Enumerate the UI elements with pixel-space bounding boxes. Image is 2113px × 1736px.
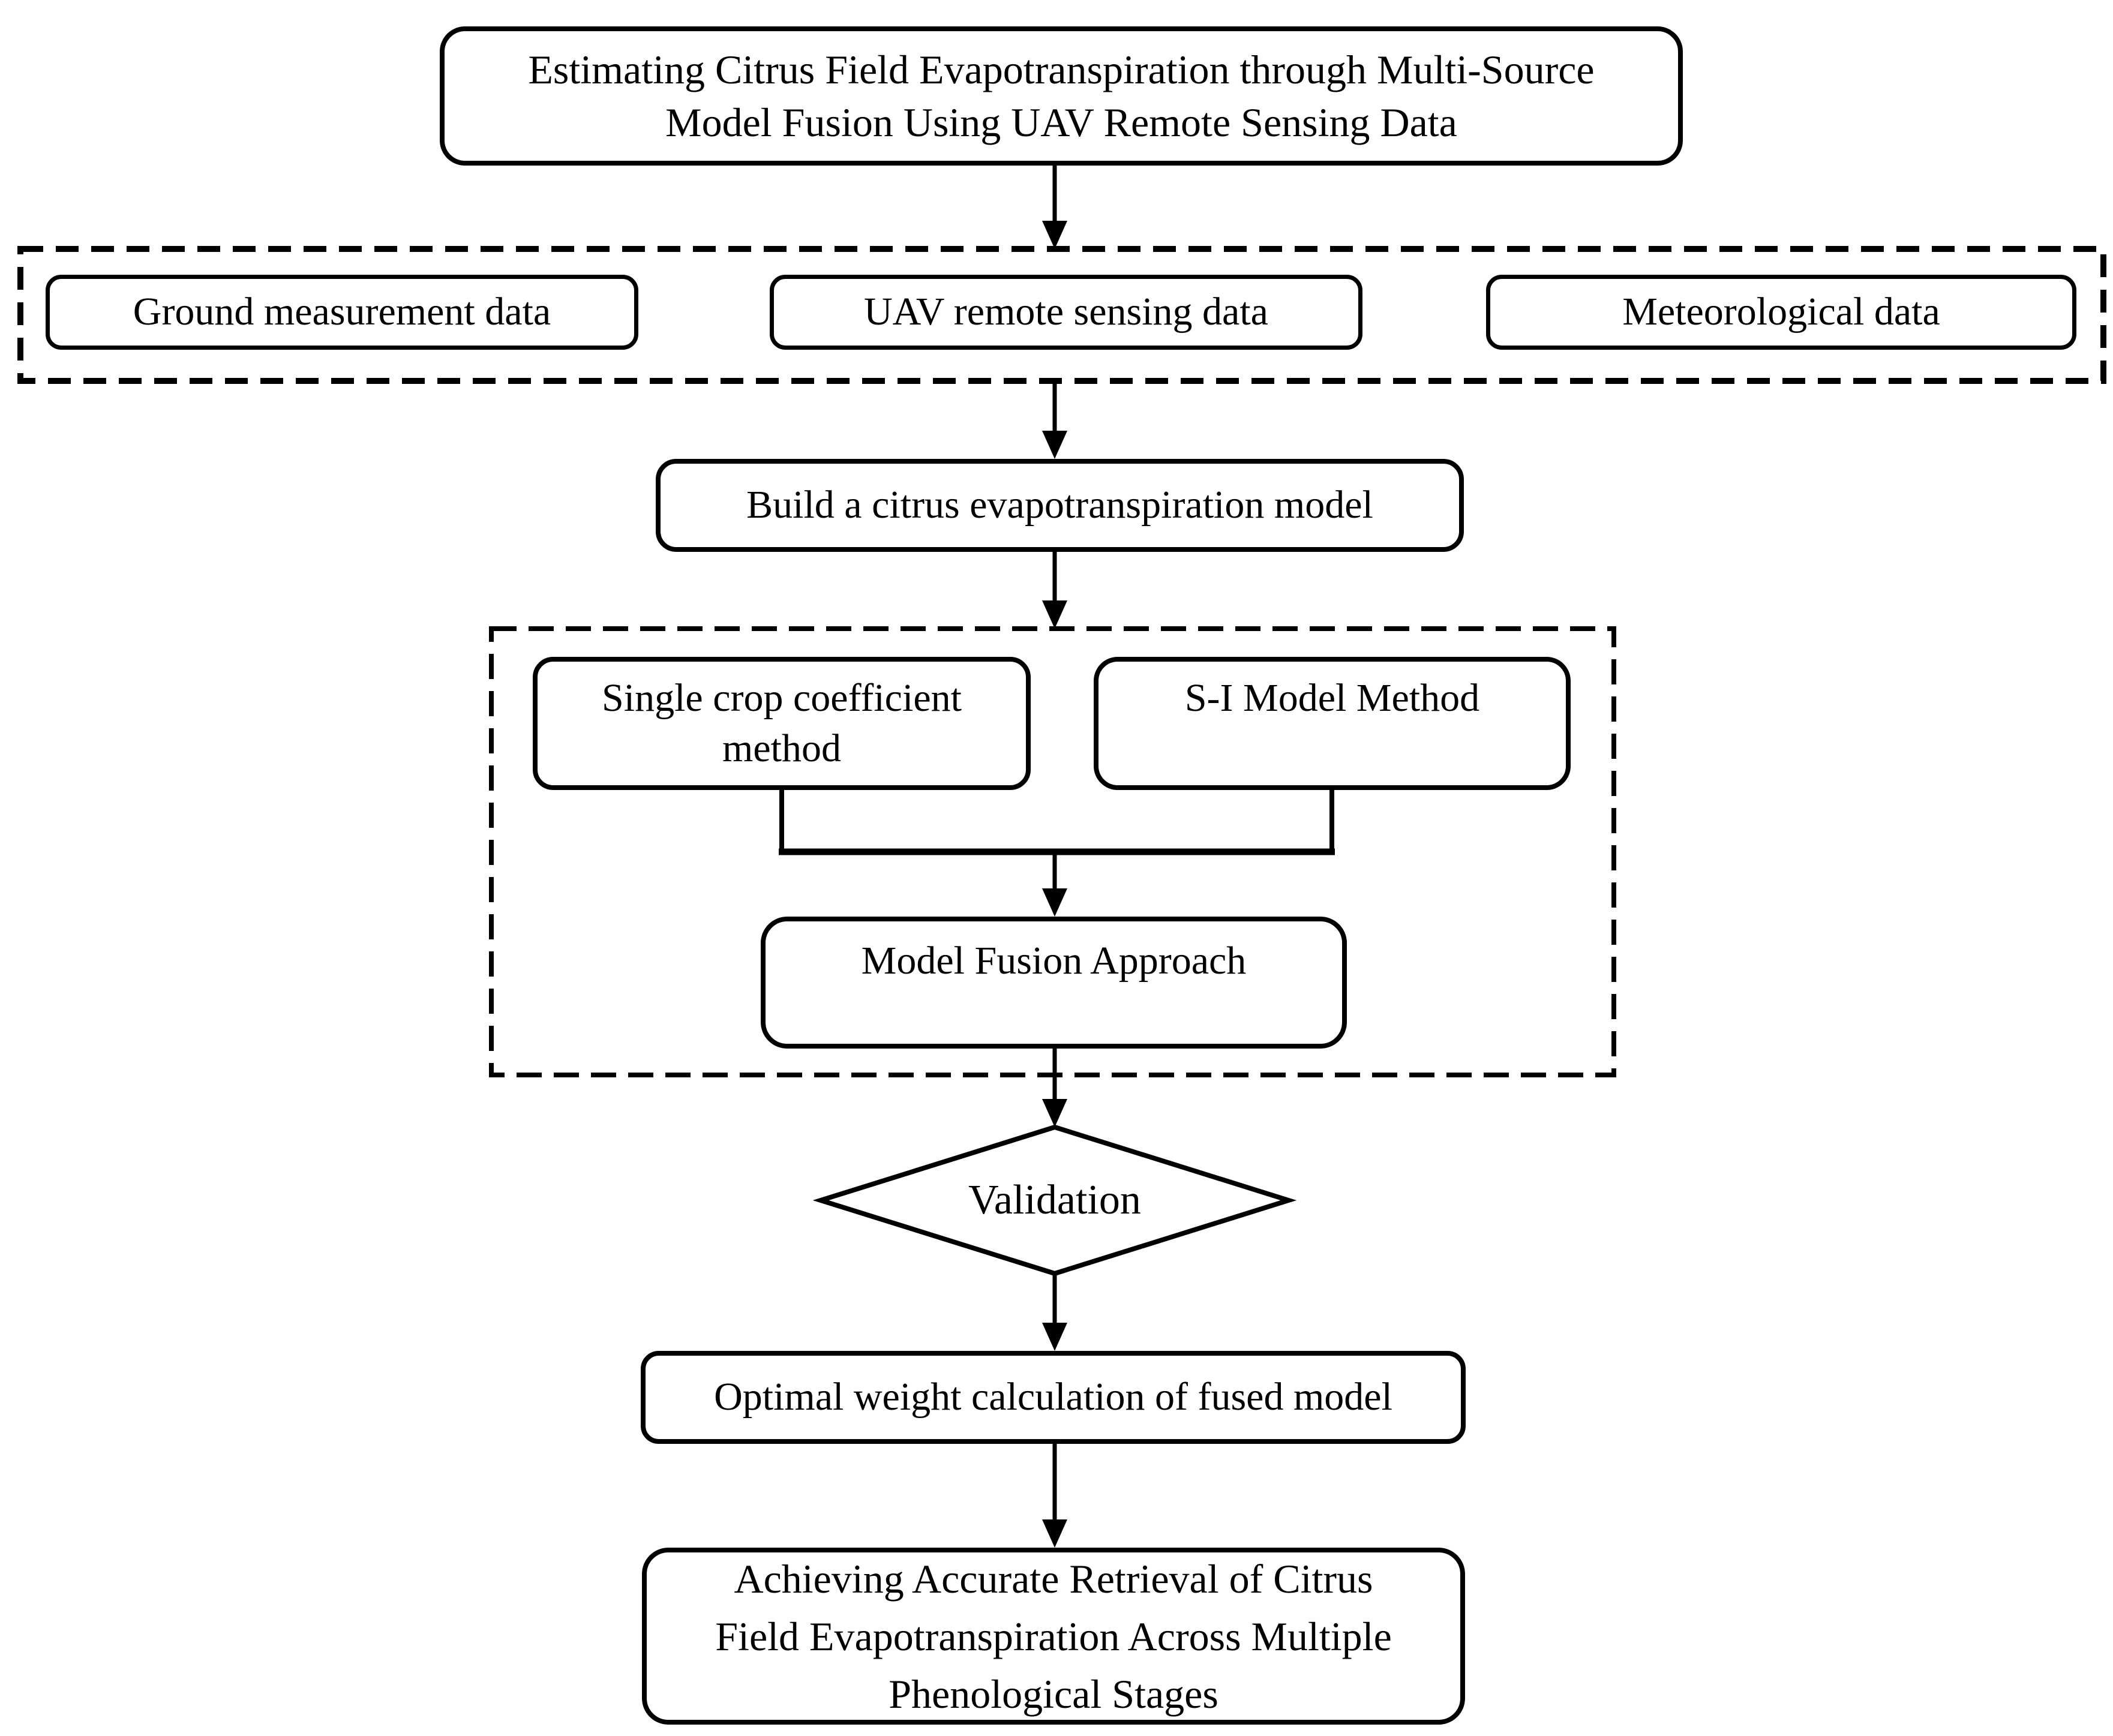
final-outcome-line-3: Phenological Stages [889,1671,1218,1717]
node-uav-remote-sensing-data: UAV remote sensing data [770,275,1362,350]
node-ground-measurement-data: Ground measurement data [46,275,638,350]
node-validation: Validation [821,1127,1289,1274]
arrow-data-to-build [1042,381,1067,459]
arrow-title-to-data-group [1042,166,1067,249]
arrow-fusion-to-validation [1042,1049,1067,1127]
title-line-1: Estimating Citrus Field Evapotranspirati… [528,47,1595,92]
node-model-fusion-approach: Model Fusion Approach [761,917,1347,1049]
node-title: Estimating Citrus Field Evapotranspirati… [440,26,1683,166]
arrow-optimal-to-final [1042,1444,1067,1548]
build-citrus-et-model-label: Build a citrus evapotranspiration model [746,483,1373,527]
node-build-citrus-et-model: Build a citrus evapotranspiration model [656,459,1464,552]
model-fusion-approach-label: Model Fusion Approach [861,938,1247,983]
single-crop-line-2: method [722,726,841,770]
node-optimal-weight-calculation: Optimal weight calculation of fused mode… [641,1351,1466,1444]
optimal-weight-calculation-label: Optimal weight calculation of fused mode… [714,1375,1392,1419]
node-meteorological-data: Meteorological data [1486,275,2076,350]
final-outcome-line-2: Field Evapotranspiration Across Multiple [715,1613,1392,1659]
uav-remote-sensing-data-label: UAV remote sensing data [864,290,1268,334]
meteorological-data-label: Meteorological data [1622,290,1940,334]
node-si-model-method: S-I Model Method [1094,657,1571,790]
ground-measurement-data-label: Ground measurement data [133,290,551,334]
node-single-crop-coefficient-method: Single crop coefficient method [533,657,1031,790]
input-data-group-border [17,246,2106,384]
single-crop-line-1: Single crop coefficient [602,676,962,720]
title-line-2: Model Fusion Using UAV Remote Sensing Da… [665,100,1457,145]
node-final-outcome: Achieving Accurate Retrieval of Citrus F… [642,1548,1465,1725]
merge-connector-methods [779,790,1335,917]
arrow-build-to-methods-group [1042,552,1067,629]
arrow-validation-to-optimal [1042,1274,1067,1351]
si-model-method-label: S-I Model Method [1184,675,1480,720]
validation-label: Validation [968,1177,1141,1223]
final-outcome-line-1: Achieving Accurate Retrieval of Citrus [734,1555,1373,1602]
